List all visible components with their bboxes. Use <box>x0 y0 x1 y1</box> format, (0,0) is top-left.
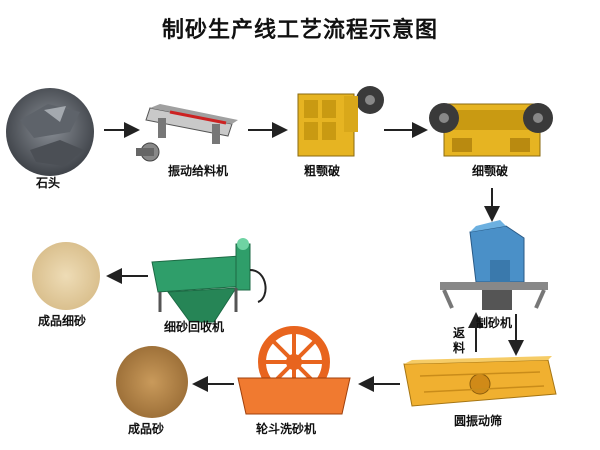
wheel-sand-washer-machine <box>237 326 351 415</box>
sand-maker-machine <box>440 220 548 310</box>
circular-vibrating-screen-machine <box>403 356 557 407</box>
fine-sand-recycler-machine <box>151 238 267 323</box>
fine-sand-recycler-label: 细砂回收机 <box>164 320 225 334</box>
finished-sand-label: 成品砂 <box>128 422 165 436</box>
circular-screen-label: 圆振动筛 <box>454 414 503 428</box>
vibrating-feeder-label: 振动给料机 <box>168 164 229 178</box>
stone-label: 石头 <box>36 176 61 190</box>
fine-jaw-crusher-machine <box>429 103 553 157</box>
sand-maker-label: 制砂机 <box>476 316 513 330</box>
finished-sand-image <box>116 346 188 418</box>
fine-crusher-label: 细颚破 <box>472 164 509 178</box>
coarse-jaw-crusher-machine <box>297 86 384 157</box>
wheel-sand-washer-label: 轮斗洗砂机 <box>256 422 317 436</box>
diagram-title: 制砂生产线工艺流程示意图 <box>161 18 438 43</box>
finished-fine-sand-image <box>32 242 100 310</box>
stone-image <box>6 88 94 176</box>
vibrating-feeder-machine <box>136 104 238 162</box>
coarse-crusher-label: 粗颚破 <box>304 164 341 178</box>
return-material-label: 返料 <box>452 326 465 355</box>
finished-fine-sand-label: 成品细砂 <box>38 314 87 328</box>
